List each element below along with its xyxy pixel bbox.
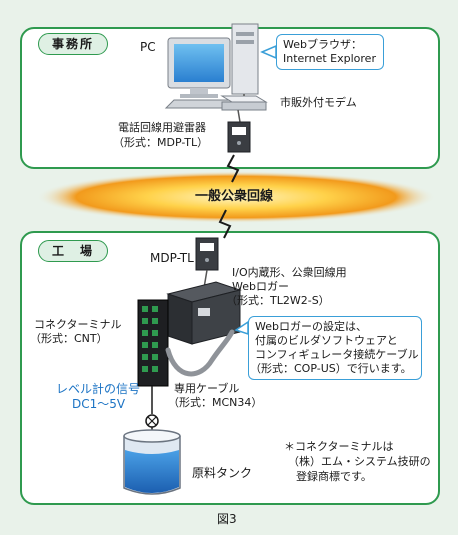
figure-caption: 図3	[217, 512, 237, 526]
terminal-label-1: コネクターミナル	[34, 318, 122, 331]
setting-callout: Webロガーの設定は、 付属のビルダソフトウェアと コンフィギュレータ接続ケーブ…	[248, 316, 422, 380]
setting-line-2: 付属のビルダソフトウェアと	[255, 334, 398, 347]
browser-callout: Webブラウザ： Internet Explorer	[276, 34, 384, 70]
logger-label-2: Webロガー	[232, 280, 289, 293]
dedicated-cable	[165, 329, 235, 377]
modem-arrester-cable	[237, 109, 241, 123]
trademark-note-3: 登録商標です。	[296, 470, 372, 483]
factory-label: 工 場	[38, 240, 108, 262]
trademark-note-1: ＊コネクターミナルは	[284, 440, 394, 453]
signal-label-2: DC1～5V	[72, 397, 126, 411]
setting-line-1: Webロガーの設定は、	[255, 320, 367, 333]
browser-label-2: Internet Explorer	[283, 52, 376, 65]
setting-line-4: （形式：COP-US）で行います。	[250, 362, 412, 375]
terminal-label-2: （形式：CNT）	[30, 332, 108, 345]
modem-icon	[220, 95, 268, 111]
trademark-note-2: （株）エム・システム技研の	[288, 455, 431, 468]
factory-arrester-icon	[195, 237, 219, 271]
modem-label: 市販外付モデム	[280, 96, 357, 109]
signal-label-1: レベル計の信号	[56, 382, 141, 396]
office-arrester-icon	[227, 121, 251, 153]
pc-label: PC	[140, 40, 156, 54]
lightning-upper	[226, 154, 240, 183]
raw-material-tank-icon	[123, 429, 181, 495]
public-line-glow	[36, 171, 436, 223]
lightning-lower	[218, 209, 232, 239]
logger-label-1: I/O内蔵形、公衆回線用	[232, 266, 347, 279]
cable-label-2: （形式：MCN34）	[168, 396, 263, 409]
browser-callout-pointer	[260, 44, 277, 60]
office-label: 事務所	[38, 33, 108, 55]
cable-label-1: 専用ケーブル	[174, 382, 240, 395]
tank-label: 原料タンク	[192, 466, 253, 480]
web-logger-icon	[166, 281, 242, 345]
factory-mdp-label: MDP-TL	[150, 251, 194, 265]
pc-monitor-icon	[167, 37, 231, 98]
connector-terminal-icon	[137, 299, 169, 387]
arrester-label-2: （形式：MDP-TL）	[113, 136, 209, 149]
browser-label-1: Webブラウザ：	[283, 38, 362, 51]
arrester-label-1: 電話回線用避雷器	[118, 121, 206, 134]
public-line-label: 一般公衆回線	[195, 189, 274, 204]
logger-label-3: （形式：TL2W2-S）	[226, 294, 330, 307]
pc-tower-icon	[231, 23, 259, 95]
setting-line-3: コンフィギュレータ接続ケーブル	[255, 348, 419, 361]
